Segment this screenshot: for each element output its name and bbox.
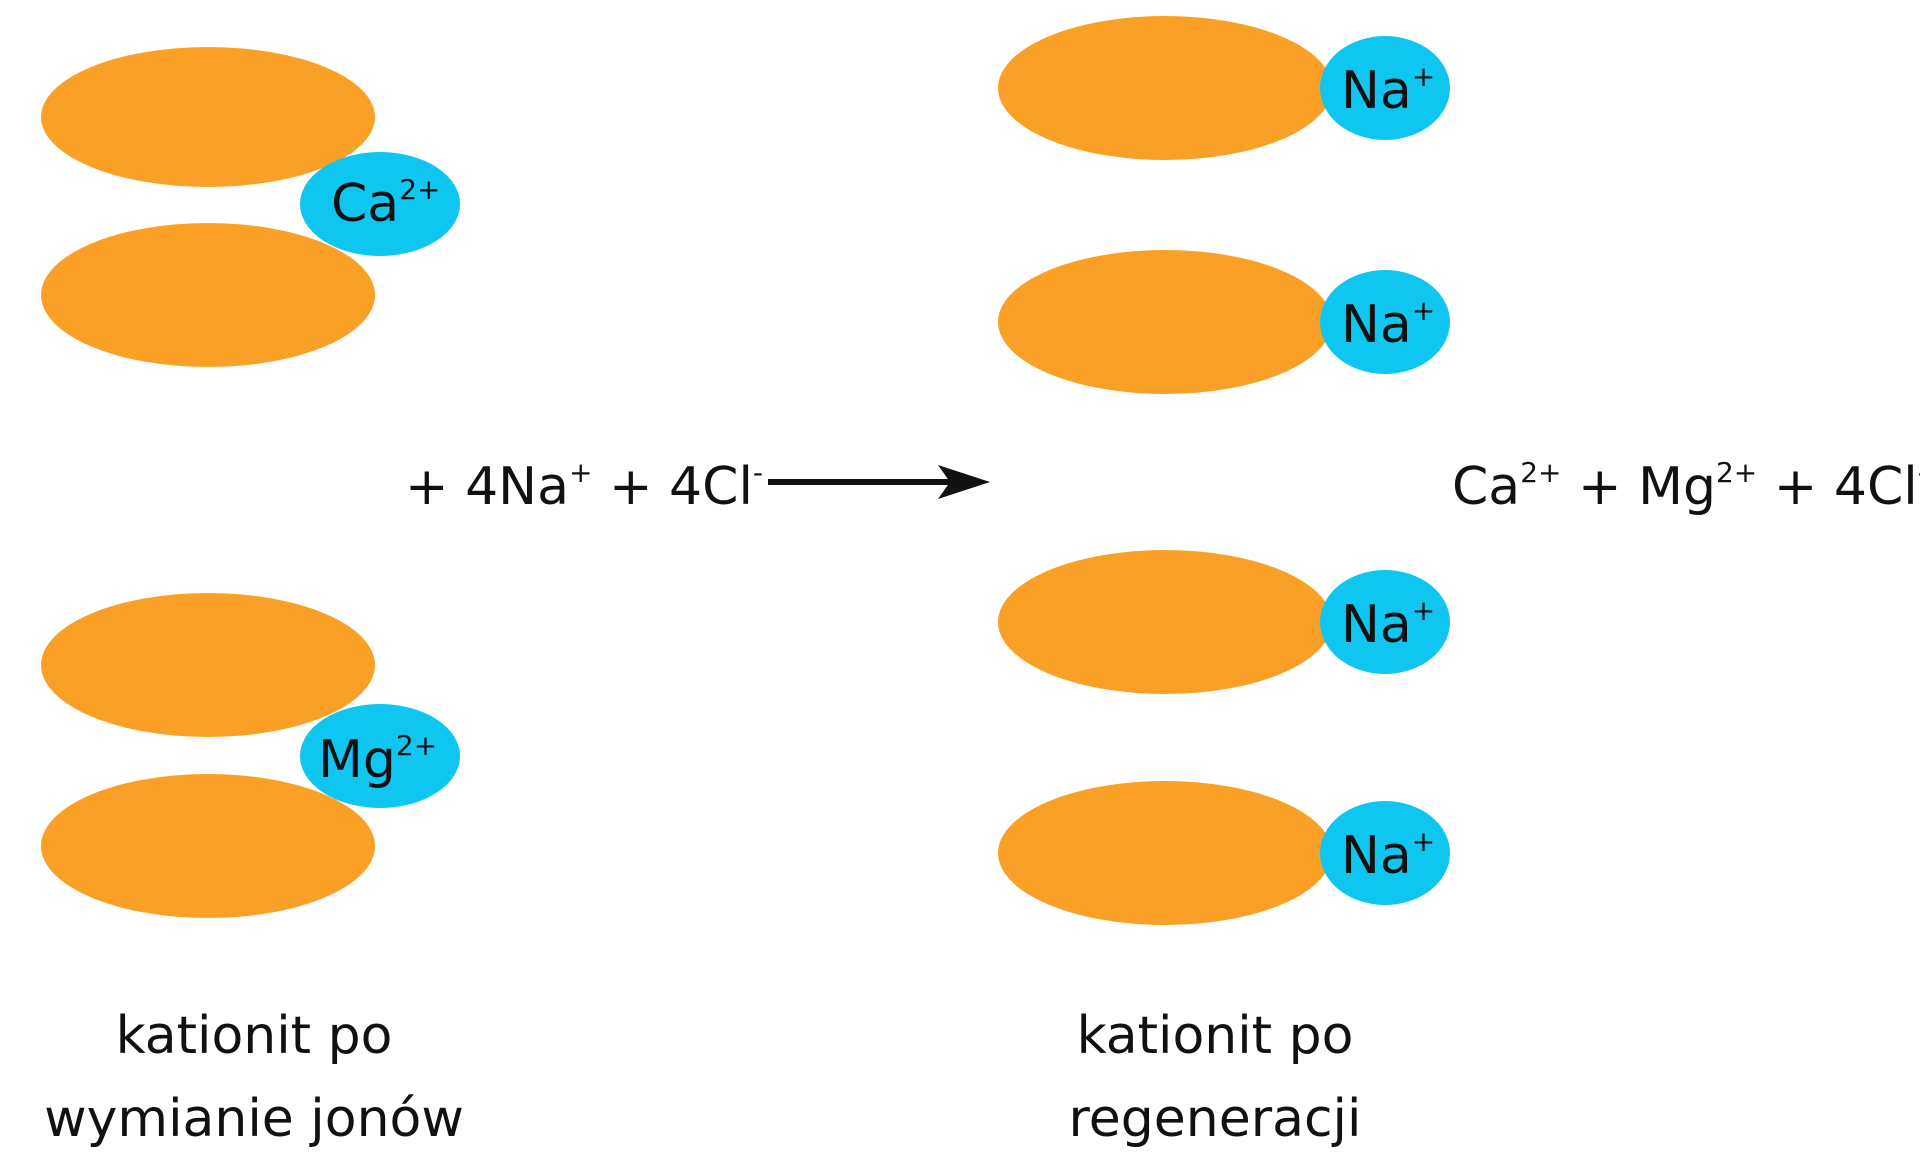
products-text: Ca2+ + Mg2+ + 4Cl- xyxy=(1452,456,1920,517)
sodium-ion xyxy=(1320,801,1450,905)
reaction-arrow-icon xyxy=(768,465,990,499)
resin-bead xyxy=(998,250,1332,394)
calcium-ion xyxy=(300,152,460,256)
ion-label: Ca2+ xyxy=(331,173,440,234)
resin-bead xyxy=(998,550,1332,694)
left-caption-line1: kationit po xyxy=(116,1006,393,1066)
sodium-ion xyxy=(1320,36,1450,140)
resin-bead xyxy=(41,593,375,737)
resin-bead xyxy=(998,16,1332,160)
ion-label: Na+ xyxy=(1341,60,1435,121)
resin-bead xyxy=(41,774,375,918)
resin-bead xyxy=(41,47,375,187)
sodium-ion xyxy=(1320,270,1450,374)
left-resin-group-mg: Mg2+ xyxy=(41,593,460,918)
ion-label: Mg2+ xyxy=(318,729,437,790)
left-resin-group-ca: Ca2+ xyxy=(41,47,460,367)
right-caption-line1: kationit po xyxy=(1077,1006,1354,1066)
sodium-ion xyxy=(1320,570,1450,674)
left-caption-line2: wymianie jonów xyxy=(44,1089,464,1149)
right-resin-group-3: Na+ xyxy=(998,550,1450,694)
ion-label: Na+ xyxy=(1341,594,1435,655)
reactants-text: + 4Na+ + 4Cl- xyxy=(405,456,763,517)
right-resin-group-1: Na+ xyxy=(998,16,1450,160)
right-resin-group-4: Na+ xyxy=(998,781,1450,925)
magnesium-ion xyxy=(300,704,460,808)
resin-bead xyxy=(998,781,1332,925)
ion-label: Na+ xyxy=(1341,294,1435,355)
ion-label: Na+ xyxy=(1341,825,1435,886)
right-resin-group-2: Na+ xyxy=(998,250,1450,394)
resin-bead xyxy=(41,223,375,367)
right-caption-line2: regeneracji xyxy=(1069,1089,1362,1149)
